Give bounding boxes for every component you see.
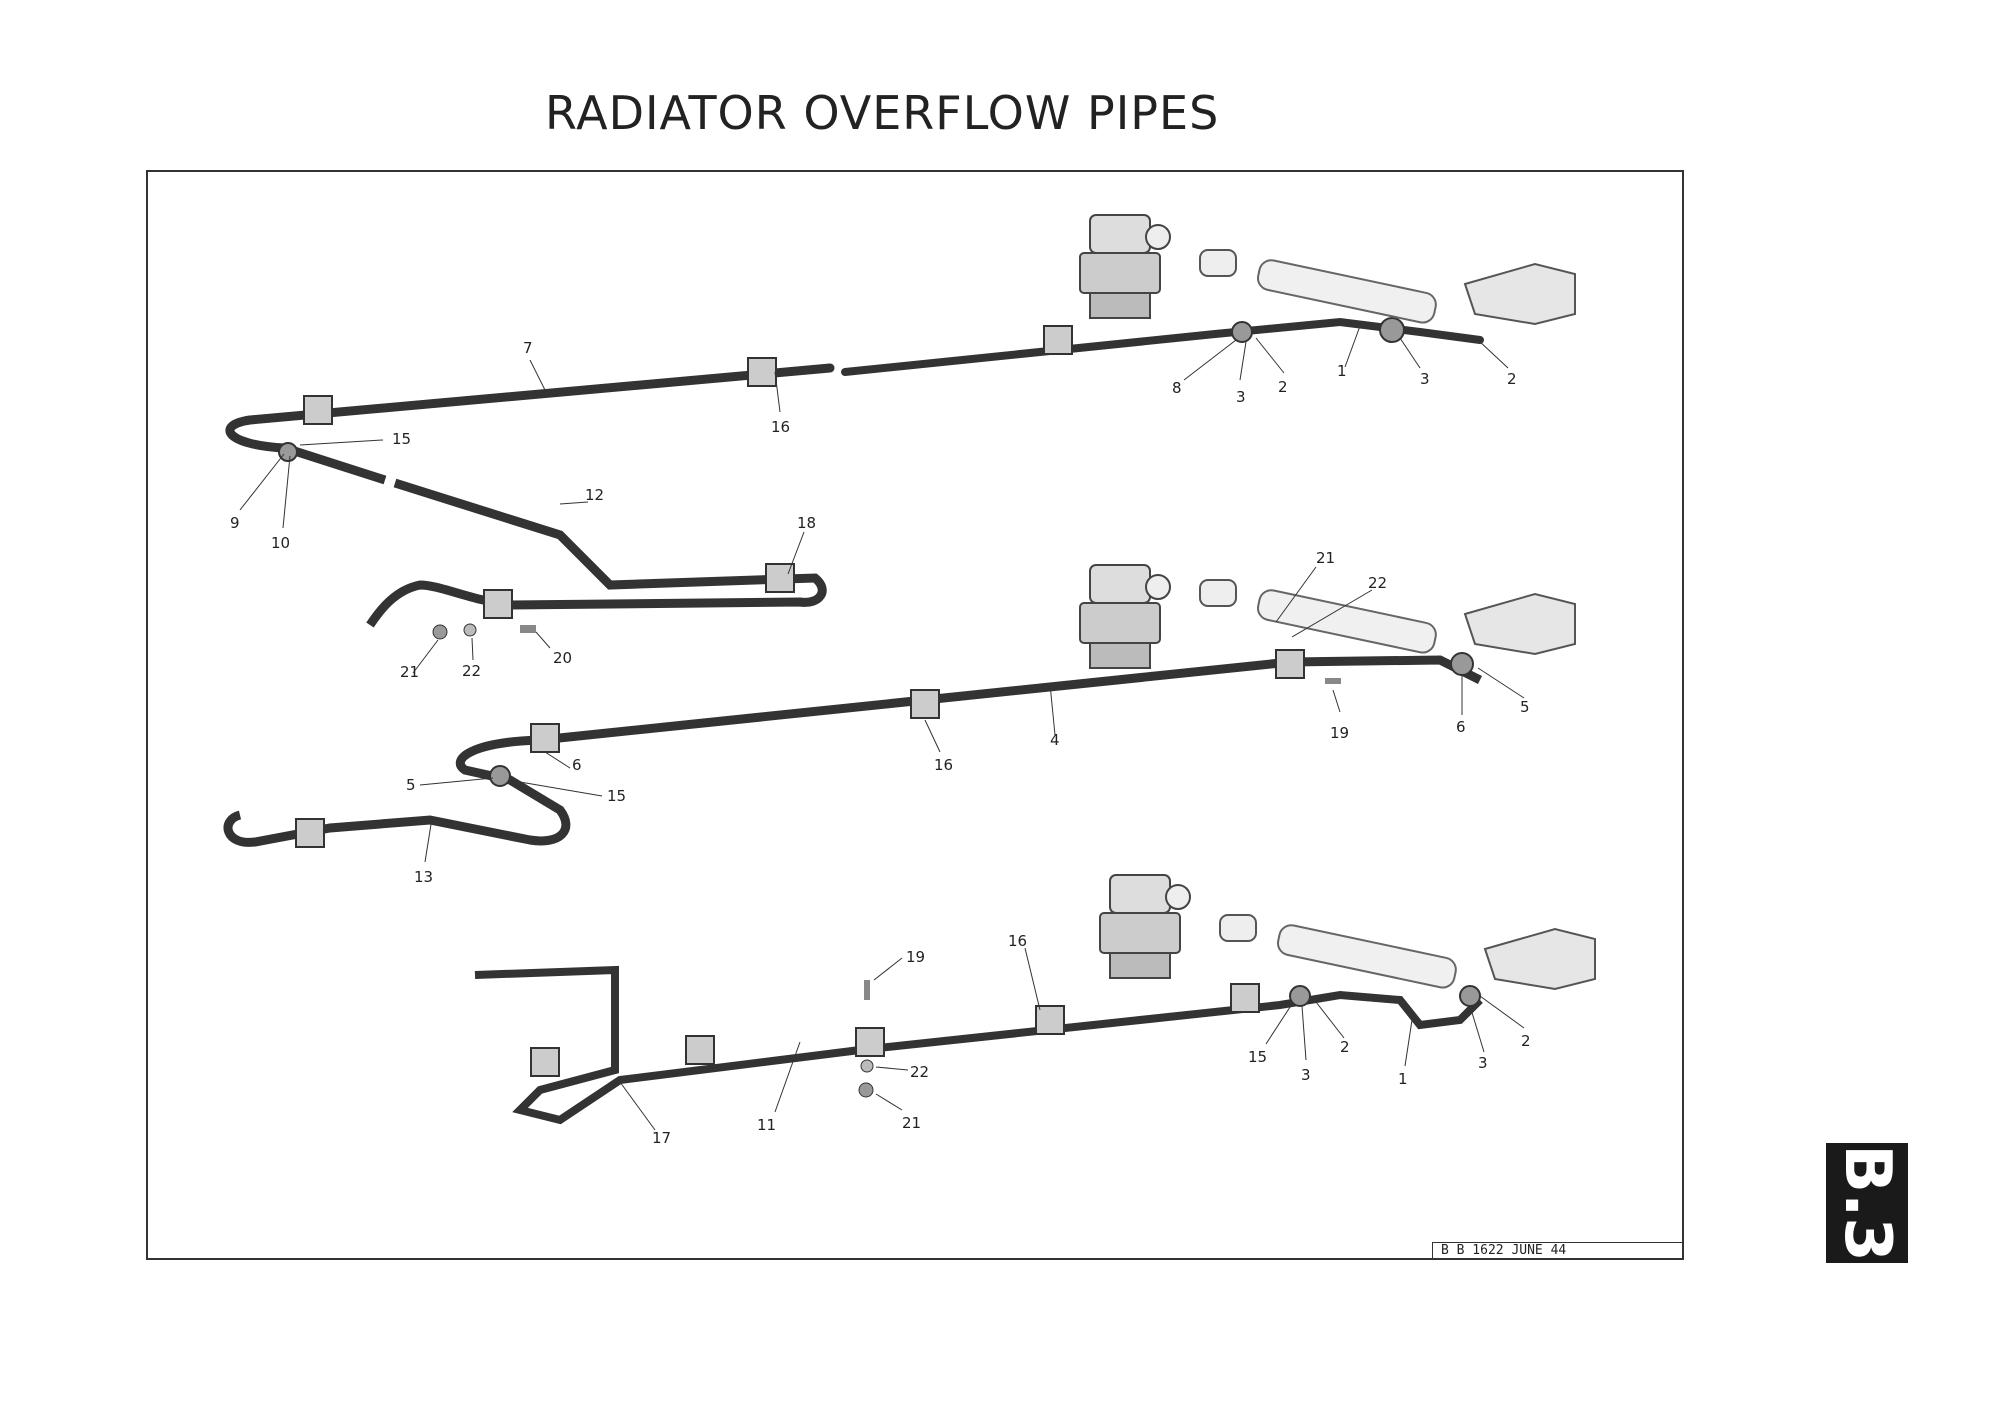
section-tab: B.3	[1826, 1143, 1908, 1263]
callout-19b: 19	[906, 948, 925, 966]
callout-1c: 1	[1398, 1070, 1408, 1088]
callout-16: 16	[771, 418, 790, 436]
callout-3a: 3	[1236, 388, 1246, 406]
callout-2d: 2	[1521, 1032, 1531, 1050]
callout-22c: 22	[910, 1063, 929, 1081]
callout-5a: 5	[406, 776, 416, 794]
callout-15: 15	[392, 430, 411, 448]
callout-12: 12	[585, 486, 604, 504]
callout-15b: 15	[607, 787, 626, 805]
callout-6b: 6	[1456, 718, 1466, 736]
assembly-middle	[223, 564, 1576, 848]
assembly-top	[225, 214, 1576, 640]
callout-3d: 3	[1478, 1054, 1488, 1072]
callout-21c: 21	[902, 1114, 921, 1132]
page-title: RADIATOR OVERFLOW PIPES	[545, 86, 1220, 140]
callout-19a: 19	[1330, 724, 1349, 742]
callout-16b: 16	[934, 756, 953, 774]
callout-16c: 16	[1008, 932, 1027, 950]
section-tab-label: B.3	[1830, 1144, 1904, 1262]
callout-5b: 5	[1520, 698, 1530, 716]
assembly-bottom	[474, 874, 1596, 1125]
callout-21b: 21	[1316, 549, 1335, 567]
callout-22a: 22	[462, 662, 481, 680]
callout-10: 10	[271, 534, 290, 552]
callout-2b: 2	[1507, 370, 1517, 388]
callout-3c: 3	[1301, 1066, 1311, 1084]
callout-22b: 22	[1368, 574, 1387, 592]
drawing-code: B B 1622 JUNE 44	[1432, 1242, 1684, 1260]
callout-labels: 7 16 15 9 10 12 18 21 22 20 8 3 2 1 3 2 …	[230, 325, 1531, 1147]
callout-20: 20	[553, 649, 572, 667]
callout-11: 11	[757, 1116, 776, 1134]
callout-21a: 21	[400, 663, 419, 681]
callout-13: 13	[414, 868, 433, 886]
callout-1a: 1	[1337, 362, 1347, 380]
callout-4: 4	[1050, 731, 1060, 749]
callout-2a: 2	[1278, 378, 1288, 396]
callout-2c: 2	[1340, 1038, 1350, 1056]
callout-7: 7	[523, 339, 533, 357]
callout-15c: 15	[1248, 1048, 1267, 1066]
callout-17: 17	[652, 1129, 671, 1147]
callout-9: 9	[230, 514, 240, 532]
callout-8: 8	[1172, 379, 1182, 397]
callout-6a: 6	[572, 756, 582, 774]
drawing-frame	[146, 170, 1684, 1260]
callout-3b: 3	[1420, 370, 1430, 388]
callout-18: 18	[797, 514, 816, 532]
